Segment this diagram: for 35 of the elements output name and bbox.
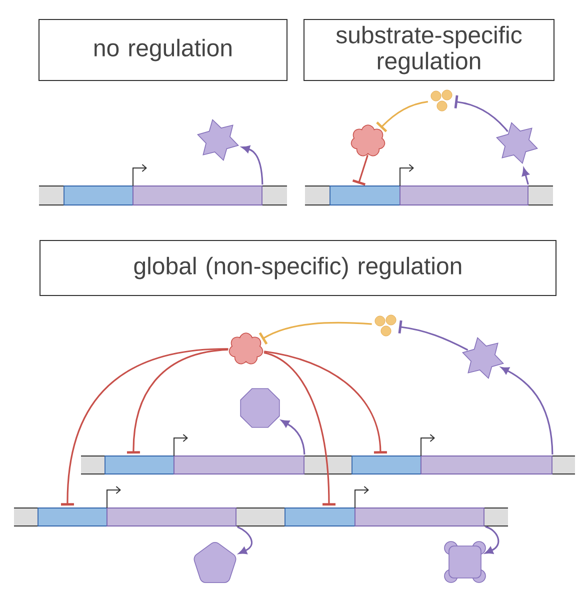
gene-region <box>400 186 528 206</box>
inhibition-line <box>60 348 228 506</box>
inhibition-line <box>454 95 508 132</box>
arrow <box>522 168 530 185</box>
operator-region <box>352 456 422 474</box>
operator-region <box>284 508 356 526</box>
metabolite-drawing <box>374 314 396 336</box>
gene-region <box>174 456 304 474</box>
inhibition-line <box>376 100 428 132</box>
arrow <box>500 366 554 455</box>
title-box: no regulation <box>38 19 288 81</box>
operator-region <box>64 186 134 206</box>
arrow <box>237 526 252 554</box>
protein-drawing <box>444 541 486 583</box>
metabolite-drawing <box>430 90 452 112</box>
operator-region <box>104 456 174 474</box>
gene-region <box>354 508 484 526</box>
arrow <box>484 526 500 554</box>
protein-drawing <box>240 388 280 428</box>
arrow <box>242 146 264 185</box>
inhibition-line <box>126 348 228 454</box>
arrow <box>281 420 306 455</box>
title-box: substrate-specific regulation <box>304 19 554 81</box>
gene-region <box>420 456 552 474</box>
inhibition-line <box>398 320 468 351</box>
operator-region <box>38 508 108 526</box>
repressor-drawing <box>228 332 264 364</box>
protein-drawing <box>194 542 236 583</box>
repressor-drawing <box>350 124 386 156</box>
operator-region <box>330 186 400 206</box>
inhibition-line <box>264 352 336 506</box>
gene-region <box>106 508 236 526</box>
inhibition-line <box>264 350 387 454</box>
title-box: global (non-specific) regulation <box>40 240 556 296</box>
gene-region <box>132 186 262 206</box>
